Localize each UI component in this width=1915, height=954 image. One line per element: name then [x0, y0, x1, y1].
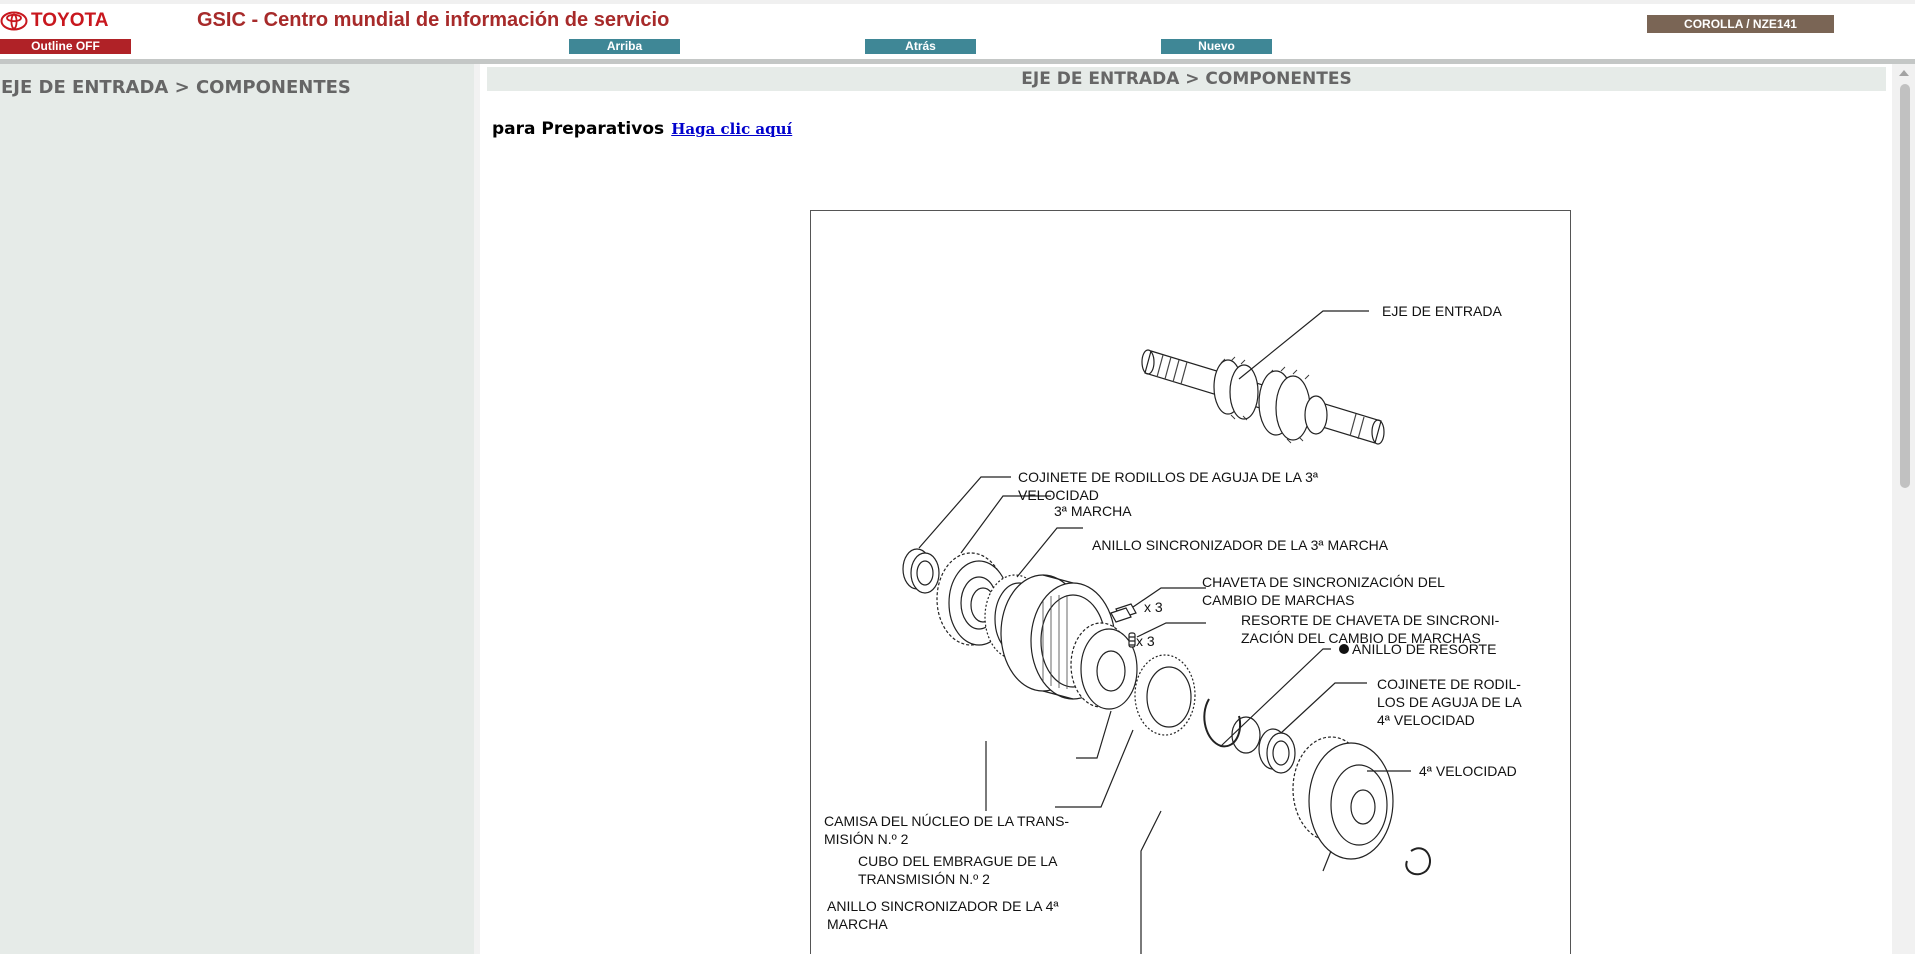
preparation-link[interactable]: Haga clic aquí [671, 120, 793, 138]
needle-bearing-4th-part [1258, 728, 1296, 774]
preparation-line: para Preparativos Haga clic aquí [492, 119, 792, 139]
toyota-emblem-icon [0, 11, 28, 31]
header-divider [0, 59, 1915, 64]
main-content: EJE DE ENTRADA > COMPONENTES para Prepar… [480, 64, 1892, 954]
page-title: EJE DE ENTRADA > COMPONENTES [487, 67, 1886, 91]
label-sync-ring-4th-line1: ANILLO SINCRONIZADOR DE LA 4ª [827, 898, 1059, 914]
label-key-spring-line1: RESORTE DE CHAVETA DE SINCRONI- [1241, 612, 1500, 628]
label-needle-bearing-3rd-line2: VELOCIDAD [1018, 487, 1099, 503]
vehicle-badge: COROLLA / NZE141 [1647, 15, 1834, 33]
vertical-scrollbar[interactable] [1892, 64, 1915, 954]
scroll-thumb[interactable] [1900, 84, 1910, 488]
needle-bearing-3rd-part [902, 548, 940, 594]
snap-ring-part [1203, 698, 1261, 754]
logo-text: TOYOTA [31, 10, 109, 31]
label-sleeve-line2: MISIÓN N.º 2 [824, 831, 909, 847]
label-sleeve-line1: CAMISA DEL NÚCLEO DE LA TRANS- [824, 813, 1069, 829]
label-clutch-hub-line2: TRANSMISIÓN N.º 2 [858, 871, 990, 887]
label-snap-ring: ANILLO DE RESORTE [1352, 641, 1496, 657]
outline-toggle-button[interactable]: Outline OFF [0, 39, 131, 54]
label-needle-bearing-3rd-line1: COJINETE DE RODILLOS DE AGUJA DE LA 3ª [1018, 469, 1319, 485]
sidebar-title: EJE DE ENTRADA > COMPONENTES [1, 77, 351, 98]
label-needle-bearing-4th-line3: 4ª VELOCIDAD [1377, 712, 1475, 728]
label-input-shaft: EJE DE ENTRADA [1382, 303, 1502, 319]
clutch-hub-part [1070, 622, 1138, 710]
label-sync-ring-4th-line2: MARCHA [827, 916, 888, 932]
label-sync-ring-3rd: ANILLO SINCRONIZADOR DE LA 3ª MARCHA [1092, 537, 1389, 553]
label-needle-bearing-4th-line2: LOS DE AGUJA DE LA [1377, 694, 1522, 710]
preparation-label: para Preparativos [492, 119, 665, 139]
toyota-logo: TOYOTA [0, 10, 108, 32]
sync-ring-4th-part [1134, 654, 1196, 736]
label-needle-bearing-4th-line1: COJINETE DE RODIL- [1377, 676, 1521, 692]
app-header: TOYOTA GSIC - Centro mundial de informac… [0, 0, 1915, 62]
label-shifting-key-line1: CHAVETA DE SINCRONIZACIÓN DEL [1202, 574, 1445, 590]
new-button[interactable]: Nuevo [1161, 39, 1272, 54]
frame-divider[interactable] [474, 64, 480, 954]
label-key-quantity: x 3 [1144, 599, 1163, 615]
label-third-gear: 3ª MARCHA [1054, 503, 1132, 519]
shifting-key-part [1110, 603, 1137, 623]
up-button[interactable]: Arriba [569, 39, 680, 54]
scroll-up-arrow-icon[interactable] [1899, 70, 1909, 76]
label-spring-quantity: x 3 [1136, 633, 1155, 649]
fourth-gear-part [1292, 736, 1394, 860]
exploded-view-drawing: EJE DE ENTRADA COJINETE DE RODILLOS DE A… [824, 303, 1522, 954]
components-diagram: EJE DE ENTRADA COJINETE DE RODILLOS DE A… [810, 210, 1571, 954]
key-spring-part [1128, 632, 1136, 648]
back-button[interactable]: Atrás [865, 39, 976, 54]
sidebar: EJE DE ENTRADA > COMPONENTES [0, 64, 474, 954]
label-shifting-key-line2: CAMBIO DE MARCHAS [1202, 592, 1354, 608]
header-top-border [0, 0, 1915, 4]
input-shaft-part [1141, 349, 1385, 445]
app-title: GSIC - Centro mundial de información de … [197, 9, 670, 31]
label-clutch-hub-line1: CUBO DEL EMBRAGUE DE LA [858, 853, 1058, 869]
label-key-spring-line2: ZACIÓN DEL CAMBIO DE MARCHAS [1241, 630, 1481, 646]
label-fourth-gear: 4ª VELOCIDAD [1419, 763, 1517, 779]
